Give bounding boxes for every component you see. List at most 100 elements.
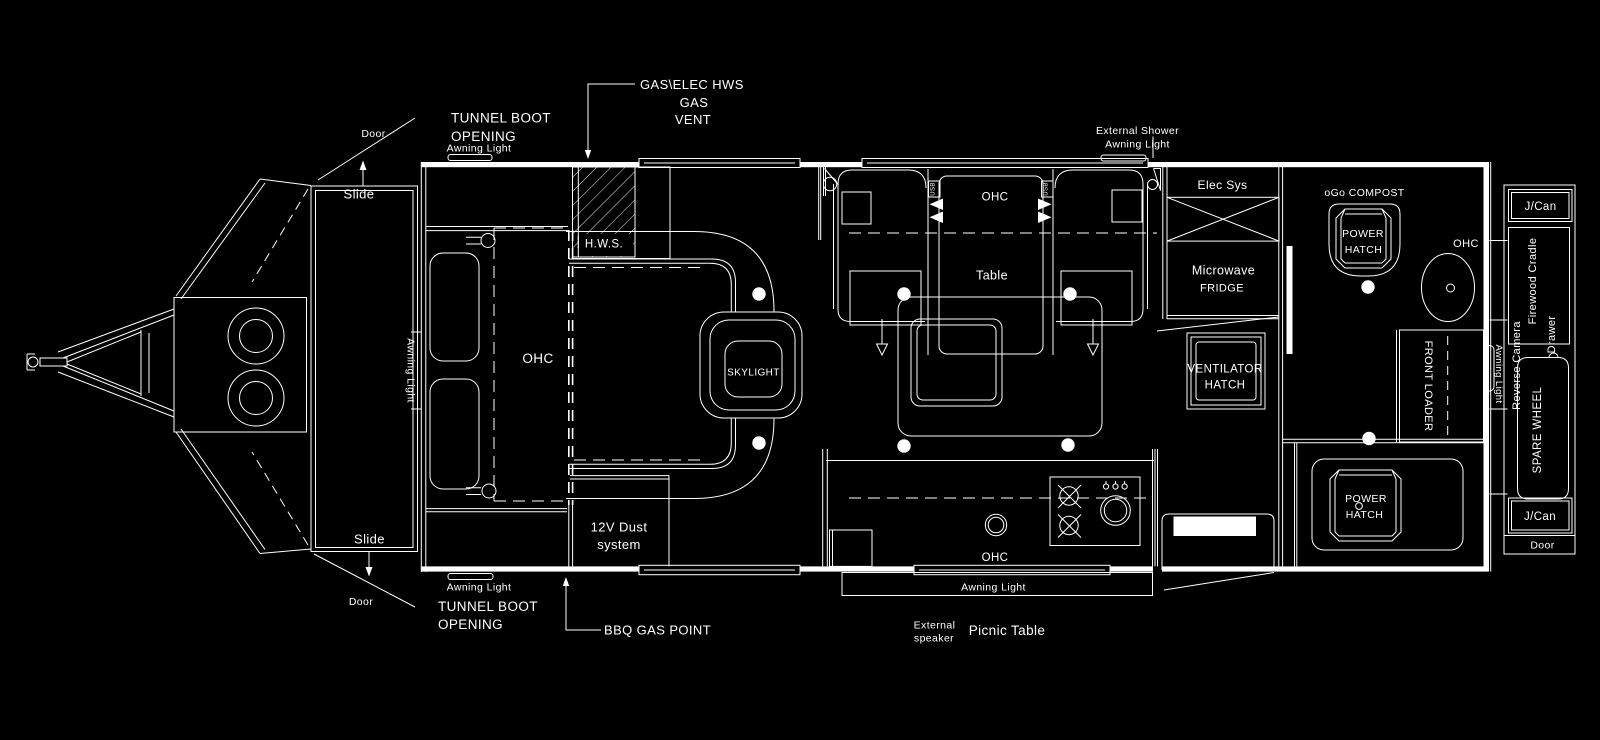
ceiling-light-dot-7	[1361, 280, 1375, 294]
table-column	[938, 175, 1044, 355]
right-seat-squab-main	[1060, 270, 1133, 326]
hitch-coupling-icon	[27, 356, 39, 368]
toilet-hatch-inner	[1340, 208, 1387, 264]
power-hatch-bottom-label-1: POWER	[1345, 493, 1387, 505]
slide-arrow-top-head	[359, 160, 367, 170]
jcan-bottom-label: J/Can	[1524, 511, 1556, 523]
gas-elec-label-1: GAS\ELEC HWS	[640, 77, 744, 92]
gas-elec-leader-arrow	[584, 150, 592, 159]
door-flap-knob	[822, 176, 838, 192]
dust-label-2: system	[597, 537, 641, 552]
ceiling-light-dot-6	[1061, 438, 1075, 452]
sink-inner-icon	[987, 516, 1005, 534]
garage: POWER HATCH	[1282, 431, 1484, 567]
front-profile-bottom-edges	[175, 428, 311, 554]
dinette-hatch-inner	[916, 324, 997, 401]
basin-icon	[1421, 253, 1475, 322]
bathroom-ohc-label: OHC	[1453, 238, 1479, 250]
pillow-top	[429, 252, 480, 362]
left-seat-squab-top	[841, 191, 872, 225]
bedroom: Awning Light Awning Light TUNNEL BOOT OP…	[426, 77, 803, 638]
kitchen-ohc-label: OHC	[982, 552, 1009, 564]
skylight-inner	[724, 340, 783, 398]
reverse-camera-label: Reverse Camera	[1511, 321, 1523, 410]
spare-wheel-mount	[1548, 352, 1559, 358]
corner-cabinet	[829, 529, 873, 567]
elec-sys-label: Elec Sys	[1198, 178, 1248, 192]
kitchen-awning-light-label: Awning Light	[961, 582, 1026, 594]
bedroom-ohc-label: OHC	[522, 351, 553, 366]
rear-rack: J/Can Firewood Cradle Drawer SPARE WHEEL…	[1484, 184, 1576, 555]
slide-top-label: Slide	[344, 187, 375, 202]
power-hatch-top-label-2: HATCH	[1345, 244, 1382, 256]
head-shelf-line	[426, 226, 568, 232]
kitchen: OHC Awning Light External speaker Picnic…	[822, 449, 1158, 645]
gas-elec-label-2: GAS	[680, 95, 709, 110]
door-bottom-label: Door	[349, 596, 373, 608]
ogo-compost-label: oGo COMPOST	[1324, 187, 1404, 199]
dinette-roof-outline	[897, 296, 1103, 437]
cabinet-divider-wall	[1162, 167, 1168, 319]
drop-arrow-left	[875, 319, 889, 357]
fridge-label: FRIDGE	[1200, 283, 1244, 295]
bench-right-edge	[1152, 449, 1158, 567]
tunnel-boot-bottom-label-1: TUNNEL BOOT	[438, 599, 538, 614]
gas-elec-leader	[587, 83, 635, 152]
bed-dashed-outline	[493, 227, 569, 502]
jcan-top-box-outer	[1508, 189, 1573, 222]
speaker-arrows-right	[1038, 198, 1052, 223]
front-loader-label: FRONT LOADER	[1422, 341, 1434, 432]
jcan-top-label: J/Can	[1524, 201, 1556, 213]
power-hatch-bottom-label-2: HATCH	[1346, 509, 1383, 521]
slide-box-outer	[310, 185, 418, 552]
right-seat-squab-top	[1111, 189, 1143, 223]
door-flap-leaf	[824, 168, 839, 186]
rear-door-label: Door	[1530, 540, 1554, 552]
knob-3-icon	[1121, 483, 1128, 490]
reading-lamp-top-icon	[480, 233, 496, 248]
aframe-upper-bar	[57, 308, 175, 359]
lamp-bottom-bracket	[466, 487, 481, 495]
usb-left-label: USB	[931, 182, 937, 196]
slide-compartment: Slide Slide Awning Light Door Door	[310, 117, 421, 608]
door-bottom-leader	[313, 553, 416, 608]
ceiling-light-dot-2	[752, 436, 766, 450]
garage-hatch-inner	[1334, 469, 1397, 537]
bbq-leader-arrow	[562, 577, 570, 586]
ohc-front-dashed-line	[568, 230, 574, 505]
top-door-flap	[818, 167, 839, 240]
gas-elec-label-3: VENT	[675, 112, 711, 127]
coupler-body	[39, 357, 68, 367]
toilet-power-hatch: POWER HATCH	[1335, 208, 1392, 269]
fridge-door-swing	[1156, 316, 1280, 332]
sink-outer-icon	[984, 513, 1008, 537]
reading-lamp-bottom-icon	[481, 483, 497, 499]
usb-point-right	[1041, 180, 1054, 198]
firewood-cradle-box	[1508, 227, 1570, 345]
bottom-wall-right	[1162, 566, 1484, 572]
burner-2-ring	[1059, 515, 1079, 536]
spare-wheel-label: SPARE WHEEL	[1532, 386, 1544, 473]
aframe-inner-v	[66, 331, 142, 395]
spare-wheel-box	[1517, 357, 1569, 500]
hws-label: H.W.S.	[585, 239, 623, 251]
step-tread	[1173, 516, 1256, 536]
ceiling-light-dot-4	[1063, 287, 1077, 301]
slide-box-inner	[315, 190, 414, 548]
awning-light-top-label: Awning Light	[447, 143, 512, 155]
pocket-door	[1286, 246, 1293, 354]
ceiling-light-dot-8	[1362, 431, 1376, 446]
bathroom-partition	[1278, 167, 1284, 567]
mattress-dashed-lines	[574, 267, 700, 461]
ventilator-label-2: HATCH	[1205, 380, 1246, 392]
picnic-table-box	[841, 572, 1153, 596]
front-profile-top-edges	[175, 178, 311, 300]
front-profile	[175, 178, 311, 554]
external-shower-outlet-icon	[1147, 179, 1158, 190]
slide-arrow-bottom-head	[365, 567, 373, 577]
front-profile-dash-top	[251, 188, 309, 283]
bbq-leader	[565, 584, 601, 631]
ceiling-light-dot-1	[752, 287, 766, 301]
